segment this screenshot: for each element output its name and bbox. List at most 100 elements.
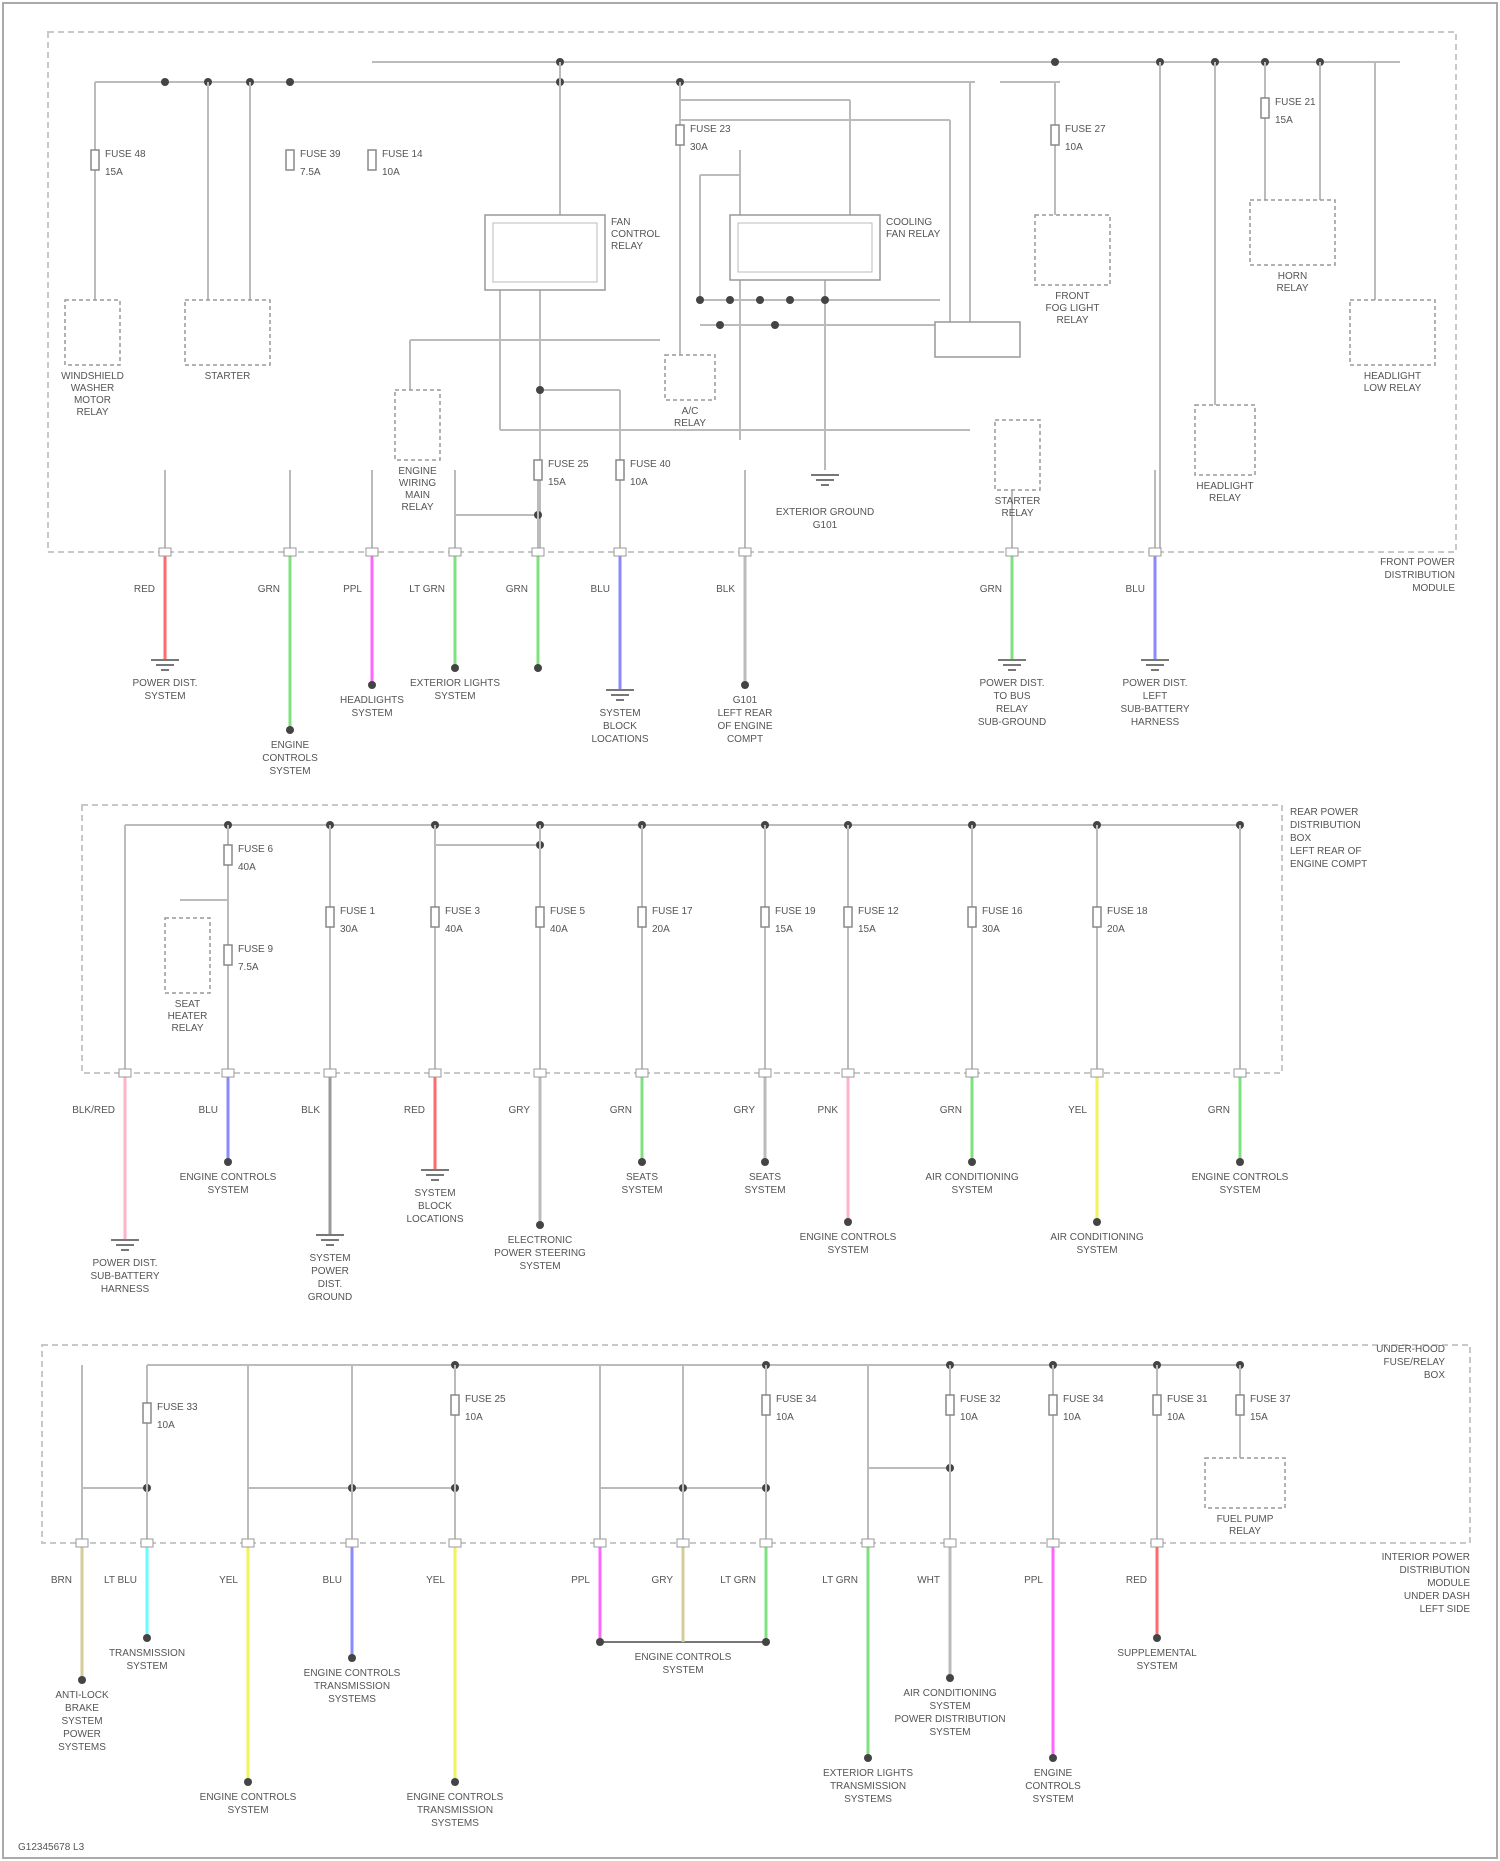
component-box <box>1195 405 1255 475</box>
fuse-label: 10A <box>1065 142 1083 153</box>
destination-label: ENGINE <box>1034 1768 1073 1779</box>
fuse-label: FUSE 34 <box>776 1394 817 1405</box>
destination-label: SEATS <box>749 1172 781 1183</box>
component-label: RELAY <box>1276 283 1308 294</box>
termination-dot <box>78 1676 86 1684</box>
destination-label: G101 <box>733 695 758 706</box>
destination-label: GROUND <box>308 1292 352 1303</box>
fuse-label: FUSE 32 <box>960 1394 1001 1405</box>
module-location-label: LEFT SIDE <box>1420 1604 1471 1615</box>
connector-pin <box>324 1069 336 1077</box>
destination-label: LEFT <box>1143 691 1167 702</box>
component-box <box>65 300 120 365</box>
destination-label: ELECTRONIC <box>508 1235 572 1246</box>
conductor-code: GRN <box>940 1105 962 1116</box>
destination-label: SYSTEM <box>662 1665 703 1676</box>
destination-label: POWER DIST. <box>92 1258 157 1269</box>
component-label: MAIN <box>405 490 430 501</box>
connector-pin <box>366 548 378 556</box>
connector-pin <box>284 548 296 556</box>
conductor-code: GRY <box>734 1105 756 1116</box>
destination-label: SEATS <box>626 1172 658 1183</box>
fuse-symbol <box>1049 1395 1057 1415</box>
component-label: HEADLIGHT <box>1364 371 1421 382</box>
component-box <box>995 420 1040 490</box>
module-location-label: DISTRIBUTION <box>1290 820 1361 831</box>
connector-pin <box>842 1069 854 1077</box>
conductor-code: RED <box>134 584 155 595</box>
relay-label: FAN RELAY <box>886 229 941 240</box>
relay-label: RELAY <box>611 241 643 252</box>
fuse-symbol <box>1051 125 1059 145</box>
fuse-label: FUSE 33 <box>157 1402 198 1413</box>
conductor-code: BLK <box>716 584 735 595</box>
fuse-label: 10A <box>776 1412 794 1423</box>
destination-label: SYSTEM <box>126 1661 167 1672</box>
fuse-symbol <box>431 907 439 927</box>
module-location-label: FRONT POWER <box>1380 557 1455 568</box>
component-label: ENGINE <box>398 466 437 477</box>
fuse-label: 15A <box>1250 1412 1268 1423</box>
component-label: A/C <box>682 406 699 417</box>
module-location-label: ENGINE COMPT <box>1290 859 1367 870</box>
destination-label: TRANSMISSION <box>830 1781 906 1792</box>
termination-dot <box>1153 1634 1161 1642</box>
component-box <box>165 918 210 993</box>
fuse-label: FUSE 23 <box>690 124 731 135</box>
fuse-label: FUSE 5 <box>550 906 585 917</box>
destination-label: BLOCK <box>603 721 637 732</box>
fuse-label: 7.5A <box>300 167 321 178</box>
relay-box <box>485 215 605 290</box>
fuse-label: 40A <box>238 862 256 873</box>
module-location-label: MODULE <box>1412 583 1455 594</box>
fuse-label: 40A <box>550 924 568 935</box>
destination-label: SYSTEM <box>1136 1661 1177 1672</box>
conductor-code: BLU <box>1126 584 1145 595</box>
destination-label: SYSTEMS <box>328 1694 376 1705</box>
destination-label: POWER DIST. <box>132 678 197 689</box>
component-label: RELAY <box>1056 315 1088 326</box>
ground-symbol <box>151 660 179 670</box>
connector-pin <box>1149 548 1161 556</box>
fuse-symbol <box>1261 98 1269 118</box>
termination-dot <box>286 726 294 734</box>
top-note: FUSE/RELAY <box>1384 1357 1446 1368</box>
fuse-label: 10A <box>382 167 400 178</box>
splice <box>821 296 829 304</box>
destination-label: RELAY <box>996 704 1028 715</box>
destination-label: SYSTEM <box>519 1261 560 1272</box>
fuse-label: 20A <box>1107 924 1125 935</box>
conductor-code: BLK <box>301 1105 320 1116</box>
destination-label: ENGINE CONTROLS <box>1192 1172 1289 1183</box>
component-box <box>1350 300 1435 365</box>
destination-label: SYSTEM <box>351 708 392 719</box>
destination-label: OF ENGINE <box>717 721 772 732</box>
destination-label: SUB-GROUND <box>978 717 1046 728</box>
splice <box>771 321 779 329</box>
fuse-label: FUSE 25 <box>548 459 589 470</box>
destination-label: LEFT REAR <box>718 708 773 719</box>
module-location-label: INTERIOR POWER <box>1382 1552 1470 1563</box>
fuse-symbol <box>224 845 232 865</box>
component-label: HEADLIGHT <box>1196 481 1253 492</box>
destination-label: ENGINE <box>271 740 310 751</box>
module-location-label: REAR POWER <box>1290 807 1358 818</box>
destination-label: SYSTEM <box>434 691 475 702</box>
termination-dot <box>368 681 376 689</box>
conductor-code: GRN <box>506 584 528 595</box>
top-note: UNDER-HOOD <box>1376 1344 1445 1355</box>
fuse-label: 10A <box>157 1420 175 1431</box>
destination-label: SYSTEM <box>621 1185 662 1196</box>
fuse-label: 7.5A <box>238 962 259 973</box>
connector-pin <box>739 548 751 556</box>
fuse-label: FUSE 27 <box>1065 124 1106 135</box>
destination-label: TRANSMISSION <box>417 1805 493 1816</box>
termination-dot <box>451 664 459 672</box>
conductor-code: BLU <box>199 1105 218 1116</box>
destination-label: AIR CONDITIONING <box>903 1688 997 1699</box>
conductor-code: GRY <box>652 1575 674 1586</box>
destination-label: LOCATIONS <box>406 1214 463 1225</box>
conductor-code: LT GRN <box>822 1575 858 1586</box>
connector-pin <box>1006 548 1018 556</box>
fuse-symbol <box>1236 1395 1244 1415</box>
